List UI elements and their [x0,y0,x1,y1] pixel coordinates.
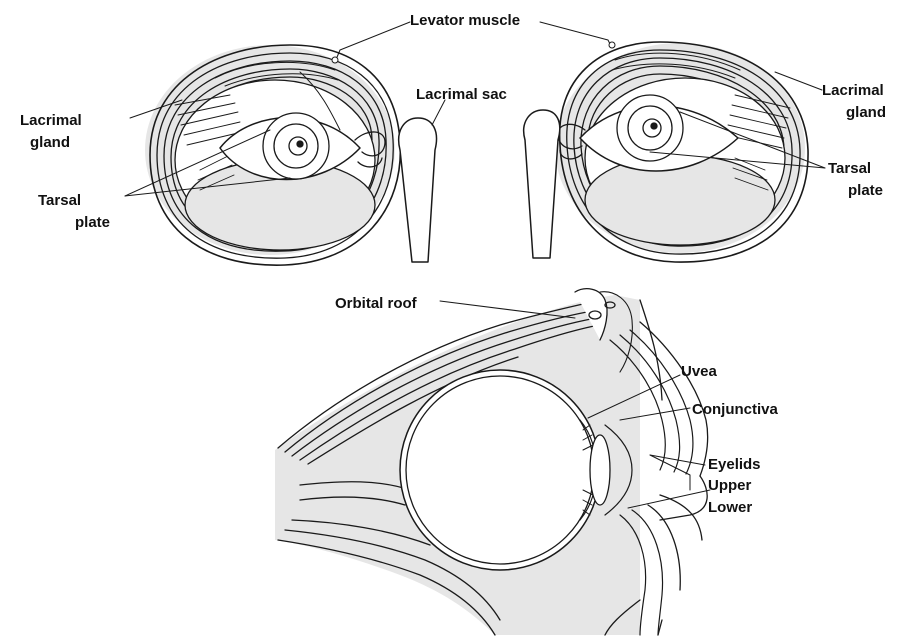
sagittal-section [275,289,708,635]
tarsal-plate-right-label-line1: Tarsal [828,158,871,179]
lacrimal-gland-right-label-line1: Lacrimal [822,80,884,101]
upper-eyelid-label: Upper [708,476,751,495]
lacrimal-gland-left-label-line1: Lacrimal [20,110,82,131]
tarsal-plate-left-label-line2: plate [75,212,110,233]
lower-eyelid-label: Lower [708,498,752,517]
right-eye-front-view [524,42,808,262]
lacrimal-gland-left-label-line2: gland [30,132,70,153]
left-eye-front-view [145,45,436,265]
lacrimal-sac-label: Lacrimal sac [416,85,507,104]
tarsal-plate-left-label-line1: Tarsal [38,190,81,211]
levator-muscle-label: Levator muscle [410,11,520,30]
conjunctiva-label: Conjunctiva [692,400,778,419]
eyelids-label: Eyelids [708,455,761,474]
orbital-roof-label: Orbital roof [335,294,417,313]
uvea-label: Uvea [681,362,717,381]
lacrimal-gland-right-label-line2: gland [846,102,886,123]
tarsal-plate-right-label-line2: plate [848,180,883,201]
